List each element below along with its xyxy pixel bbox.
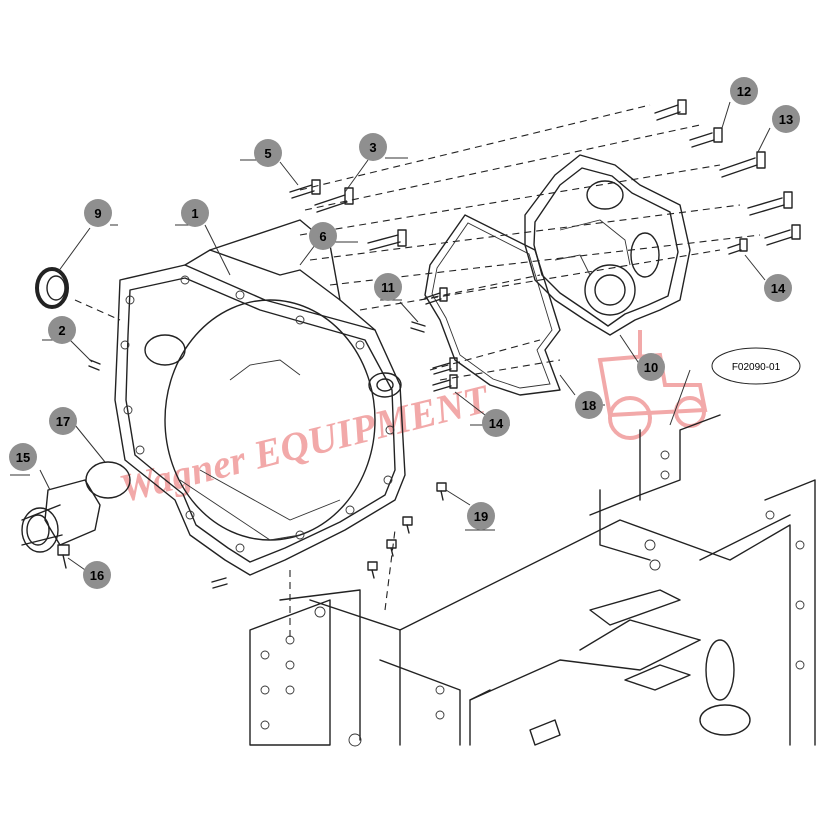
- dowel-pin: [410, 321, 426, 333]
- svg-text:2: 2: [58, 323, 65, 338]
- tractor-icon: [597, 330, 708, 440]
- callout-13: 13: [772, 105, 800, 133]
- callout-12: 12: [730, 77, 758, 105]
- bolt: [314, 187, 354, 213]
- callout-5: 5: [254, 139, 282, 167]
- small-bolt: [436, 482, 447, 501]
- watermark: Wagner EQUIPMENT: [115, 330, 708, 511]
- callout-14b: 14: [482, 409, 510, 437]
- bolt: [764, 224, 801, 246]
- small-bolt: [367, 561, 378, 579]
- svg-text:17: 17: [56, 414, 70, 429]
- bell-housing: [114, 219, 406, 576]
- bolt: [424, 287, 448, 305]
- svg-text:12: 12: [737, 84, 751, 99]
- callout-1: 1: [181, 199, 209, 227]
- bolt: [654, 99, 687, 121]
- callout-9: 9: [84, 199, 112, 227]
- dowel-pin: [88, 359, 101, 371]
- svg-text:3: 3: [369, 140, 376, 155]
- svg-text:16: 16: [90, 568, 104, 583]
- bearing-retainer: [21, 479, 101, 553]
- o-ring: [85, 461, 131, 499]
- tractor-frame: [249, 414, 816, 747]
- transmission-case: [524, 154, 691, 336]
- svg-text:1: 1: [191, 206, 198, 221]
- svg-text:15: 15: [16, 450, 30, 465]
- bolt: [747, 191, 793, 216]
- callout-16: 16: [83, 561, 111, 589]
- alignment-lines: [74, 104, 761, 640]
- figure-ref-badge: F02090-01: [711, 347, 801, 385]
- callout-18: 18: [575, 391, 603, 419]
- figure-ref: F02090-01: [732, 362, 781, 373]
- svg-text:5: 5: [264, 146, 271, 161]
- callout-19: 19: [467, 502, 495, 530]
- housing-bolt-holes: [120, 275, 395, 553]
- bolt: [727, 238, 748, 255]
- svg-text:18: 18: [582, 398, 596, 413]
- bolts: [88, 99, 801, 589]
- small-bolt: [402, 516, 413, 534]
- callout-11: 11: [374, 273, 402, 301]
- callout-2: 2: [48, 316, 76, 344]
- callout-15: 15: [9, 443, 37, 471]
- svg-text:14: 14: [771, 281, 786, 296]
- callout-6: 6: [309, 222, 337, 250]
- bolt: [289, 179, 321, 199]
- bolt: [719, 151, 766, 178]
- callout-10: 10: [637, 353, 665, 381]
- svg-text:19: 19: [474, 509, 488, 524]
- callout-17: 17: [49, 407, 77, 435]
- gasket: [424, 214, 561, 396]
- svg-text:14: 14: [489, 416, 504, 431]
- bolt: [367, 229, 407, 251]
- callout-14a: 14: [764, 274, 792, 302]
- small-bolt: [386, 539, 397, 557]
- dowel-pin: [211, 577, 228, 589]
- svg-text:10: 10: [644, 360, 658, 375]
- svg-text:6: 6: [319, 229, 326, 244]
- svg-text:13: 13: [779, 112, 793, 127]
- svg-text:11: 11: [381, 280, 395, 295]
- callout-3: 3: [359, 133, 387, 161]
- bolt: [432, 374, 458, 392]
- seal: [35, 267, 69, 309]
- bolt: [689, 127, 723, 148]
- bolt: [432, 357, 458, 375]
- svg-text:9: 9: [94, 206, 101, 221]
- retainer-bolt: [57, 544, 70, 569]
